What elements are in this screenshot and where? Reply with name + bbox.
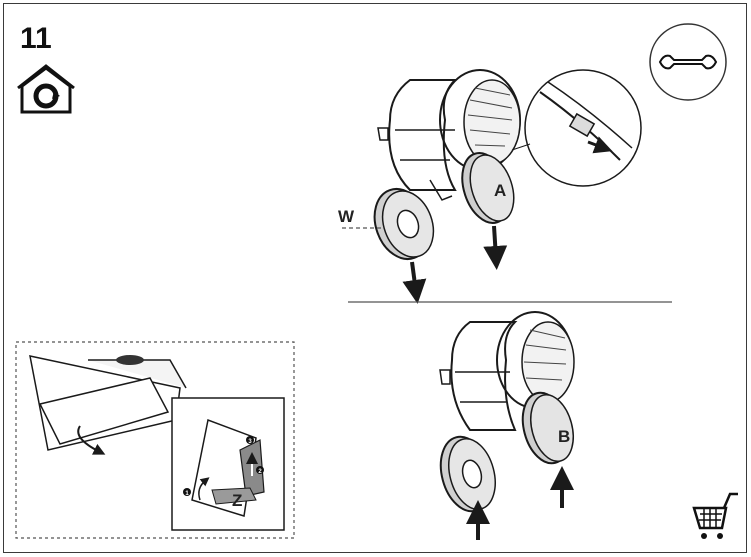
label-a: A bbox=[494, 181, 506, 200]
filter-bottom bbox=[439, 435, 496, 540]
filter-b bbox=[521, 391, 574, 508]
house-recirculation-icon bbox=[17, 64, 75, 114]
inset-step-2-marker bbox=[256, 466, 264, 474]
hood-panel-illustration bbox=[29, 355, 187, 455]
inset-step-1: 1 bbox=[185, 491, 189, 497]
label-w: W bbox=[338, 207, 355, 226]
fan-unit-top bbox=[377, 69, 521, 201]
inset-detail-box: 1 2 3 bbox=[171, 397, 285, 531]
inset-step-2: 2 bbox=[258, 469, 262, 475]
step-number: 11 bbox=[20, 22, 52, 55]
page-frame bbox=[3, 3, 747, 553]
clip-detail-zoom bbox=[511, 69, 642, 187]
inset-step-3-marker bbox=[246, 436, 254, 444]
shopping-cart-icon bbox=[692, 492, 738, 539]
inset-step-3: 3 bbox=[248, 439, 252, 445]
label-z: Z bbox=[232, 491, 242, 510]
inset-step-1-marker bbox=[183, 488, 191, 496]
filter-w bbox=[342, 188, 435, 304]
inset-dashed-box bbox=[15, 341, 295, 539]
wrench-icon bbox=[649, 23, 727, 101]
filter-a bbox=[461, 152, 515, 270]
label-b: B bbox=[558, 427, 570, 446]
